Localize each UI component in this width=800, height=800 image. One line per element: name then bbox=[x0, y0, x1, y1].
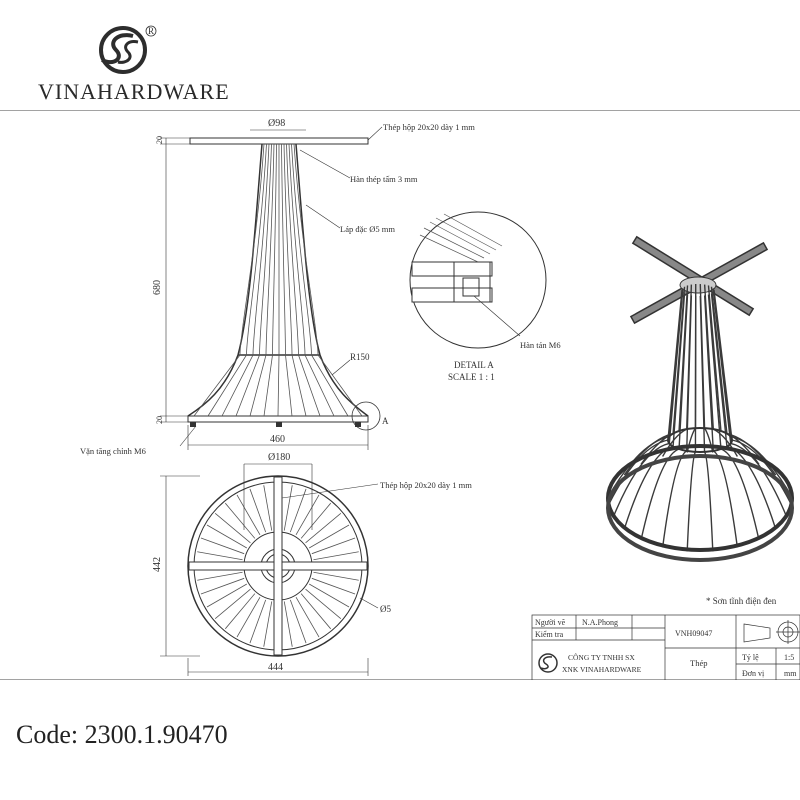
title-block bbox=[531, 614, 800, 680]
dim-top-plate-dia: Ø98 bbox=[268, 118, 285, 129]
scale-value: 1:5 bbox=[784, 653, 794, 662]
brand-name: VINAHARDWARE bbox=[38, 79, 230, 104]
detail-scale: SCALE 1 : 1 bbox=[448, 372, 495, 382]
callout-solid-rod: Láp đặc Ø5 mm bbox=[340, 224, 395, 234]
dim-plan-width: 444 bbox=[268, 662, 283, 673]
isometric-view bbox=[606, 235, 794, 562]
material: Thép bbox=[690, 658, 707, 668]
company-line-1: CÔNG TY TNHH SX bbox=[568, 652, 635, 662]
detail-marker: A bbox=[382, 416, 389, 426]
callout-steel-box-top: Thép hộp 20x20 dày 1 mm bbox=[383, 122, 475, 132]
registered-mark: R bbox=[148, 26, 154, 36]
company-line-2: XNK VINAHARDWARE bbox=[562, 665, 642, 674]
isometric-rods bbox=[609, 284, 791, 552]
callout-weld-nut: Hàn tán M6 bbox=[520, 340, 561, 350]
drawing-number: VNH09047 bbox=[675, 629, 712, 638]
technical-drawing: Ø98 20 680 20 460 R150 Thép hộp 20x20 dà… bbox=[0, 110, 800, 680]
scale-label: Tỷ lệ bbox=[742, 653, 759, 662]
dim-top-thickness: 20 bbox=[155, 136, 164, 144]
logo-mark-icon bbox=[99, 26, 147, 74]
dim-radius: R150 bbox=[350, 352, 370, 362]
unit-value: mm bbox=[784, 669, 797, 678]
dim-base-thickness: 20 bbox=[155, 416, 164, 424]
product-code: Code: 2300.1.90470 bbox=[16, 720, 228, 749]
detail-a-view bbox=[409, 211, 547, 349]
drawn-by-label: Người vẽ bbox=[535, 618, 566, 627]
callout-steel-box-plan: Thép hộp 20x20 dày 1 mm bbox=[380, 480, 472, 490]
title-block-logo-icon bbox=[538, 653, 558, 673]
callout-weld-plate: Hàn thép tấm 3 mm bbox=[350, 174, 418, 184]
dim-center-hole-dia: Ø180 bbox=[268, 452, 290, 463]
dim-rod-dia: Ø5 bbox=[380, 604, 391, 614]
detail-title: DETAIL A bbox=[454, 360, 494, 370]
drawn-by-value: N.A.Phong bbox=[582, 618, 618, 627]
dim-height: 680 bbox=[152, 280, 163, 295]
dim-plan-height: 442 bbox=[152, 557, 163, 572]
dim-base-width: 460 bbox=[270, 434, 285, 445]
checked-label: Kiểm tra bbox=[535, 630, 564, 639]
plan-view bbox=[187, 475, 369, 657]
finish-note: * Sơn tĩnh điện đen bbox=[706, 596, 777, 606]
front-elevation-view bbox=[187, 137, 381, 431]
elevation-rods bbox=[193, 143, 363, 417]
unit-label: Đơn vị bbox=[742, 669, 765, 678]
company-logo: R bbox=[99, 25, 157, 74]
callout-leveling-screw: Vặn tăng chỉnh M6 bbox=[80, 446, 146, 456]
